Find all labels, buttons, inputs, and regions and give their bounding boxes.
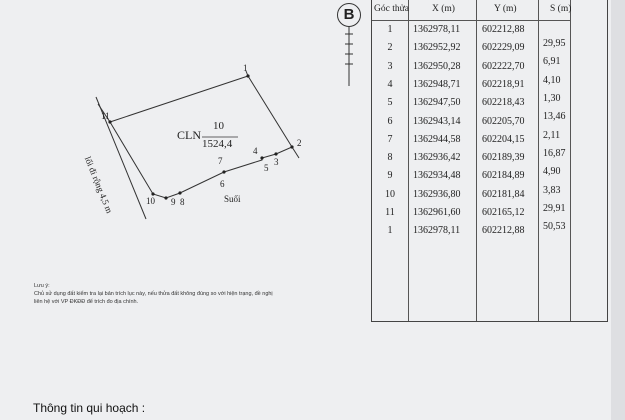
vertex-label-6: 6 (220, 179, 225, 189)
row-x-value: 1362978,11 (413, 24, 461, 35)
row-y-value: 602204,15 (482, 133, 525, 145)
vertex-dot-3 (274, 152, 278, 156)
row-corner-id: 4 (387, 78, 393, 90)
segment-distance: 4,90 (543, 166, 561, 178)
segment-distance: 3,83 (543, 184, 561, 196)
row-y-value: 602184,89 (482, 170, 525, 182)
note-title: Lưu ý: (34, 283, 50, 289)
parcel-number: 10 (213, 120, 224, 132)
vertex-dot-9 (164, 196, 168, 200)
vertex-dot-6 (222, 170, 226, 174)
row-corner-id: 9 (387, 170, 393, 182)
vertex-dot-1 (246, 74, 250, 78)
row-x-value: 1362944,58 (413, 133, 461, 145)
row-corner-id: 2 (387, 42, 393, 54)
vertex-dot-8 (178, 191, 182, 195)
row-x-value: 1362978,11 (413, 225, 461, 237)
row-y-value: 602212,88 (482, 24, 525, 35)
segment-distance: 29,91 (543, 202, 566, 214)
vertex-label-5: 5 (264, 163, 269, 173)
row-corner-id: 7 (387, 133, 393, 145)
row-x-value: 1362961,60 (413, 207, 461, 218)
row-y-value: 602165,12 (482, 207, 525, 218)
road-edge-line (95, 96, 147, 220)
page-edge (611, 0, 625, 420)
parcel-boundary (109, 75, 293, 199)
row-corner-id: 6 (387, 115, 393, 127)
segment-distance: 6,91 (543, 56, 561, 68)
coordinate-table: Góc thửa X (m) Y (m) S (m) 1 1362978,11 60… (371, 0, 608, 322)
row-corner-id: 1 (387, 24, 393, 35)
vertex-label-1: 1 (243, 63, 248, 73)
badge-stem (345, 26, 353, 86)
row-y-value: 602218,91 (482, 78, 525, 90)
note-block: Lưu ý: Chủ sử dụng đất kiểm tra lại bản … (34, 282, 273, 306)
row-y-value: 602222,70 (482, 60, 525, 72)
planning-info-title: Thông tin qui hoạch : (33, 401, 146, 415)
row-x-value: 1362934,48 (413, 170, 461, 182)
vertex-dot-2 (290, 145, 294, 149)
vertex-label-8: 8 (180, 197, 185, 207)
vertex-label-4: 4 (253, 146, 258, 156)
row-x-value: 1362943,14 (413, 115, 461, 127)
note-line-2: liên hệ với VP ĐKĐĐ để trích đo địa chín… (34, 299, 139, 305)
segment-distance: 29,95 (543, 38, 566, 50)
row-x-value: 1362948,71 (413, 78, 461, 90)
header-s: S (m) (550, 4, 572, 14)
header-x: X (m) (432, 4, 455, 14)
segment-distance: 50,53 (543, 221, 566, 233)
vertex-dot-4 (260, 156, 264, 160)
stream-label: Suối (224, 194, 241, 204)
header-corner: Góc thửa (374, 4, 409, 14)
segment-distance: 2,11 (543, 129, 561, 141)
row-corner-id: 5 (387, 97, 393, 109)
vertex-label-11: 11 (101, 111, 110, 121)
parcel-area: 1524,4 (202, 138, 233, 150)
row-y-value: 602229,09 (482, 42, 525, 54)
vertex-label-9: 9 (171, 197, 176, 207)
vertex-dot-10 (151, 192, 155, 196)
row-corner-id: 1 (387, 225, 393, 237)
header-y: Y (m) (494, 4, 517, 14)
row-y-value: 602189,39 (482, 152, 525, 164)
segment-distance: 4,10 (543, 74, 561, 86)
row-x-value: 1362947,50 (413, 97, 461, 109)
row-x-value: 1362936,80 (413, 188, 461, 200)
land-type-label: CLN (177, 128, 201, 142)
row-y-value: 602181,84 (482, 188, 525, 200)
row-x-value: 1362952,92 (413, 42, 461, 54)
row-x-value: 1362950,28 (413, 60, 461, 72)
segment-distance: 1,30 (543, 93, 561, 105)
row-corner-id: 10 (385, 188, 395, 200)
vertex-label-7: 7 (218, 156, 223, 166)
row-y-value: 602205,70 (482, 115, 525, 127)
row-corner-id: 3 (387, 60, 393, 72)
note-line-1: Chủ sử dụng đất kiểm tra lại bản trích l… (34, 291, 273, 297)
vertex-label-10: 10 (146, 196, 155, 206)
parcel-plot (95, 70, 300, 220)
row-y-value: 602218,43 (482, 97, 525, 109)
vertex-dot-11 (108, 120, 112, 124)
vertex-label-3: 3 (274, 157, 279, 167)
segment-distance: 16,87 (543, 147, 566, 159)
segment-distance: 13,46 (543, 111, 566, 123)
row-x-value: 1362936,42 (413, 152, 461, 164)
row-corner-id: 11 (385, 207, 395, 218)
vertex-label-2: 2 (297, 138, 302, 148)
row-corner-id: 8 (387, 152, 393, 164)
row-y-value: 602212,88 (482, 225, 525, 237)
section-badge: B (337, 3, 361, 27)
